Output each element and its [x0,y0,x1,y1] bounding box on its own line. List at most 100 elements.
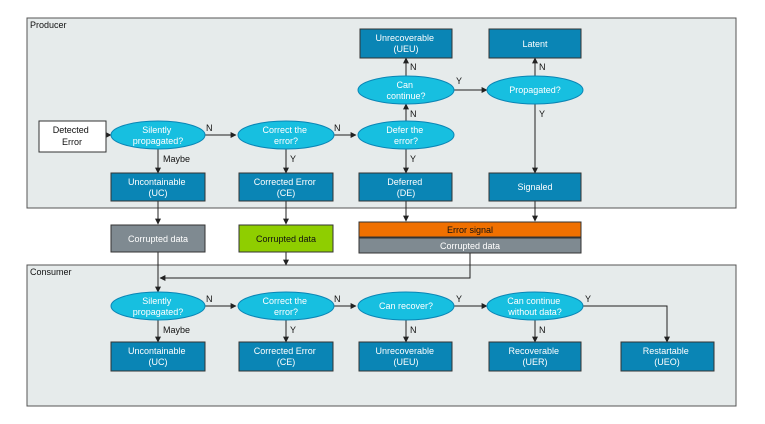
p-label-n-correct: N [334,123,341,133]
consumer-region [26,264,737,407]
p-ce-line2: (CE) [277,188,296,198]
p-defer-line2: error? [394,136,418,146]
p-de-line1: Deferred [387,177,422,187]
svg-text:Correct the error?: Correct the error? [262,296,309,317]
corrupted-data-green-label: Corrupted data [256,234,316,244]
svg-text:Silently propagated?: Silently propagated? [133,125,184,146]
svg-text:Corrected Error (CE): Corrected Error (CE) [254,177,319,198]
c-uc-line2: (UC) [149,357,168,367]
c-ueu-line2: (UEU) [394,357,419,367]
c-correct-line1: Correct the [262,296,307,306]
corrupted-data-left-label: Corrupted data [128,234,188,244]
c-unrecoverable-box [358,341,453,372]
p-propagated-decision [486,75,584,105]
p-label-n-silent: N [206,123,213,133]
corrupted-data-box-right [358,237,582,254]
p-label-maybe: Maybe [163,154,190,164]
c-can-recover-decision [357,291,455,321]
p-uncontainable-box [110,172,206,202]
c-label-y-recover: Y [456,294,462,304]
c-ce-line1: Corrected Error [254,346,316,356]
c-label-y-continue: Y [585,294,591,304]
svg-text:Unrecoverable (UEU): Unrecoverable (UEU) [375,346,436,367]
c-ueu-line1: Unrecoverable [375,346,434,356]
p-latent-box [488,28,582,59]
p-ce-line1: Corrected Error [254,177,316,187]
p-signaled-label: Signaled [517,182,552,192]
c-label-y-correct: Y [290,325,296,335]
p-correct-error-decision [237,120,335,150]
p-label-n-propagated: N [539,62,546,72]
c-correct-error-decision [237,291,335,321]
svg-text:Uncontainable (UC): Uncontainable (UC) [128,346,188,367]
consumer-region-label: Consumer [30,267,72,277]
p-label-y-propagated: Y [539,109,545,119]
edge-corrupted-right-down [159,253,471,281]
c-ueo-line2: (UEO) [654,357,680,367]
c-uncontainable-box [110,341,206,372]
p-silently-line2: propagated? [133,136,184,146]
svg-text:Can continue without data?: Can continue without data? [507,296,563,317]
svg-text:Restartable (UEO): Restartable (UEO) [643,346,692,367]
svg-text:Correct the error?: Correct the error? [262,125,309,146]
p-silently-propagated-decision [110,120,206,150]
svg-text:Uncontainable (UC): Uncontainable (UC) [128,177,188,198]
svg-text:Deferred (DE): Deferred (DE) [387,177,425,198]
p-cancontinue-line1: Can [396,80,413,90]
c-label-n-continue: N [539,325,546,335]
c-recoverable-box [488,341,582,372]
c-corrected-error-box [238,341,334,372]
p-uc-line1: Uncontainable [128,177,186,187]
c-silently-propagated-decision [110,291,206,321]
p-propagated-label: Propagated? [509,85,561,95]
svg-text:Defer the error?: Defer the error? [386,125,426,146]
p-ueu-line1: Unrecoverable [375,33,434,43]
c-label-n-correct: N [334,294,341,304]
p-label-y-cancontinue: Y [456,76,462,86]
p-label-y-defer: Y [410,154,416,164]
svg-text:Corrected Error (CE): Corrected Error (CE) [254,346,319,367]
detected-error-node [38,120,107,153]
p-correct-line1: Correct the [262,125,307,135]
p-signaled-box [488,172,582,202]
p-label-y-correct: Y [290,154,296,164]
p-can-continue-decision [357,75,455,105]
p-label-n-defer: N [410,109,417,119]
corrupted-data-box-green [238,224,334,253]
c-can-recover-label: Can recover? [379,301,433,311]
svg-text:Recoverable (UER): Recoverable (UER) [508,346,561,367]
p-latent-label: Latent [522,39,548,49]
edge-c-continue-to-restartable [583,305,670,343]
c-uer-line1: Recoverable [508,346,559,356]
c-ueo-line1: Restartable [643,346,689,356]
svg-text:Detected Error: Detected Error [53,125,92,147]
c-can-continue-decision [486,291,584,321]
svg-text:Can continue?: Can continue? [386,80,425,101]
c-correct-line2: error? [274,307,298,317]
c-label-n-silent: N [206,294,213,304]
c-uer-line2: (UER) [523,357,548,367]
corrupted-data-right-label: Corrupted data [440,241,500,251]
corrupted-data-box-left [110,224,206,253]
p-correct-line2: error? [274,136,298,146]
c-label-maybe: Maybe [163,325,190,335]
c-restartable-box [620,341,715,372]
c-cancontinue-line2: without data? [507,307,562,317]
svg-text:Silently propagated?: Silently propagated? [133,296,184,317]
p-deferred-box [358,172,453,202]
detected-error-line1: Detected [53,125,89,135]
c-silently-line2: propagated? [133,307,184,317]
p-silently-line1: Silently [142,125,172,135]
p-corrected-error-box [238,172,334,202]
error-signal-box [358,221,582,238]
error-signal-label: Error signal [447,225,493,235]
c-cancontinue-line1: Can continue [507,296,560,306]
detected-error-line2: Error [62,137,82,147]
p-cancontinue-line2: continue? [386,91,425,101]
p-de-line2: (DE) [397,188,416,198]
p-ueu-line2: (UEU) [394,44,419,54]
c-ce-line2: (CE) [277,357,296,367]
c-label-n-recover: N [410,325,417,335]
producer-region-label: Producer [30,20,67,30]
